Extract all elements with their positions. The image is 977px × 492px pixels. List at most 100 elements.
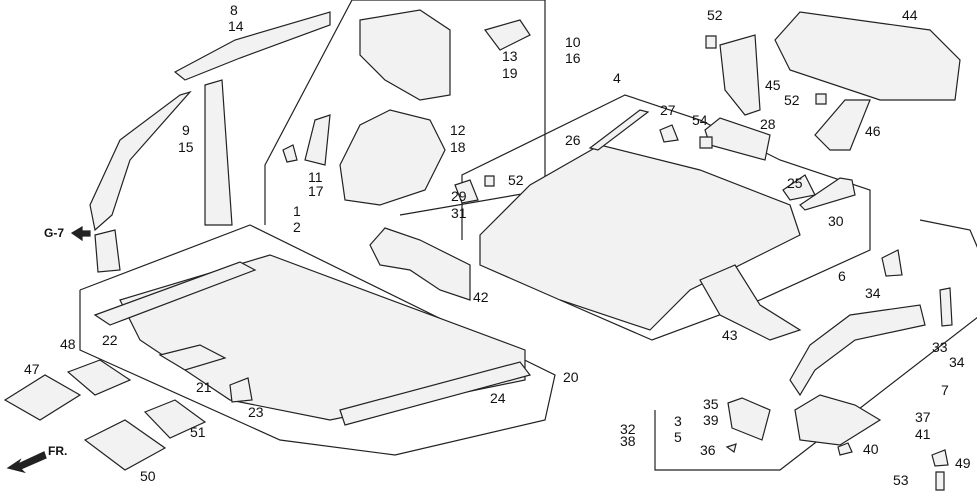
callout-25: 25 [787,175,803,191]
callout-44: 44 [902,7,918,23]
part-roof-rail [173,11,331,81]
callout-33: 33 [932,339,948,355]
callout-54: 54 [692,112,708,128]
part-clip-49 [931,449,949,467]
part-bolt-52c [484,175,495,187]
callout-5: 5 [674,429,682,445]
part-bracket-6 [881,249,903,277]
callout-48: 48 [60,336,76,352]
callout-21: 21 [196,379,212,395]
part-rear-inner-panel [359,9,451,101]
part-center-pillar [204,79,233,226]
part-bracket-25 [782,174,816,201]
callout-24: 24 [490,390,506,406]
callout-50: 50 [140,468,156,484]
part-shelf-brace-45 [719,34,761,116]
part-clip-36 [725,443,737,454]
callout-52: 52 [508,172,524,188]
part-rear-frame-43 [699,264,802,341]
callout-4: 4 [613,70,621,86]
callout-15: 15 [178,139,194,155]
callout-42: 42 [473,289,489,305]
callout-52: 52 [784,92,800,108]
part-bolt-52b [815,93,827,105]
g7-arrow-icon [70,225,91,242]
callout-46: 46 [865,123,881,139]
callout-16: 16 [565,50,581,66]
callout-26: 26 [565,132,581,148]
front-direction-label: FR. [48,444,68,458]
callout-2: 2 [293,219,301,235]
group-bracket-rear-frame [654,219,977,471]
callout-12: 12 [450,122,466,138]
part-mat-47 [3,374,82,421]
callout-43: 43 [722,327,738,343]
callout-34: 34 [865,285,881,301]
callout-32: 32 [620,421,636,437]
part-bolt-52a [705,35,717,49]
callout-22: 22 [102,332,118,348]
part-mat-50 [83,419,167,471]
callout-10: 10 [565,34,581,50]
part-mat-48 [66,359,132,396]
callout-1: 1 [293,203,301,219]
callout-37: 37 [915,409,931,425]
callout-9: 9 [182,122,190,138]
callout-34: 34 [949,354,965,370]
group-bracket-front-floor [79,224,556,456]
callout-23: 23 [248,404,264,420]
callout-41: 41 [915,426,931,442]
part-bracket-23 [229,377,253,403]
group-bracket-floor [461,94,871,341]
part-wheelhouse [339,109,446,206]
part-sill-24 [339,361,532,426]
part-front-pillar [89,90,192,232]
callout-47: 47 [24,361,40,377]
reference-g7-label[interactable]: G-7 [44,226,65,240]
part-small-gusset-1 [282,144,298,163]
part-clip-54 [699,136,713,149]
callout-19: 19 [502,65,518,81]
part-crossmember-42 [369,227,471,301]
callout-17: 17 [308,183,324,199]
callout-11: 11 [308,169,323,185]
part-side-sill-26 [588,109,650,151]
part-rear-floor [479,144,801,331]
callout-18: 18 [450,139,466,155]
part-bracket-29 [454,179,479,204]
part-bracket-33 [939,287,953,327]
callout-8: 8 [230,2,238,18]
callout-36: 36 [700,442,716,458]
callout-52: 52 [707,7,723,23]
callout-45: 45 [765,77,781,93]
callout-38: 38 [620,433,636,449]
part-bracket-35 [727,397,771,441]
part-bolt-53 [935,471,945,491]
part-crossmember-21 [158,344,227,371]
callout-20: 20 [563,369,579,385]
part-front-pillar-lower [94,229,121,273]
callout-29: 29 [451,188,467,204]
front-arrow-icon [6,451,47,474]
part-small-bracket-13 [483,19,531,51]
part-side-sill-30 [799,177,856,211]
callout-35: 35 [703,396,719,412]
callout-6: 6 [838,268,846,284]
part-shelf-brace-46 [814,99,871,151]
callout-3: 3 [674,413,682,429]
part-mat-51 [143,399,207,439]
part-rear-shelf [774,11,961,101]
callout-39: 39 [703,412,719,428]
callout-28: 28 [760,116,776,132]
part-sill-22 [93,261,257,326]
callout-49: 49 [955,455,971,471]
part-pillar-stiffener [304,114,331,166]
callout-7: 7 [941,382,949,398]
callout-27: 27 [660,102,676,118]
part-frame-37 [794,394,882,446]
callout-13: 13 [502,48,518,64]
callout-14: 14 [228,18,244,34]
callout-53: 53 [893,472,909,488]
callout-31: 31 [451,205,467,221]
